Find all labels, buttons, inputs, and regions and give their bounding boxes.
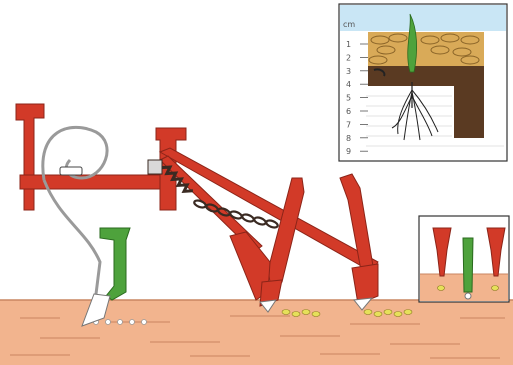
drawbar-diagonal — [158, 147, 379, 273]
seed-group-first — [93, 319, 147, 325]
seed — [403, 309, 413, 315]
seedling-shoot — [407, 13, 418, 73]
depth-scale: cm 1 2 3 4 5 6 7 8 9 — [343, 20, 368, 156]
coulter-first-blade — [229, 231, 271, 301]
tine-tip — [81, 293, 111, 327]
seed — [383, 309, 393, 315]
depth-tick-label: 1 — [346, 40, 351, 49]
seed — [291, 311, 301, 317]
inset-seedling-profile: cm 1 2 3 4 5 6 7 8 9 — [338, 3, 508, 162]
depth-tick-label: 6 — [346, 107, 351, 116]
hitch-bracket-left — [15, 103, 45, 211]
tension-spring — [147, 159, 194, 193]
seed — [129, 319, 135, 325]
soil-body — [0, 300, 513, 365]
seed-residue-mark — [373, 68, 386, 77]
depth-tick-label: 7 — [346, 120, 351, 129]
seed — [311, 311, 321, 317]
seed — [491, 285, 499, 291]
soil-cross-section — [0, 299, 513, 365]
depth-tick-label: 4 — [346, 80, 351, 89]
spring-anchor — [147, 159, 163, 175]
depth-tick-label: 8 — [346, 134, 351, 143]
inset-coulter-left — [432, 227, 452, 277]
seed — [373, 311, 383, 317]
seeds-row — [93, 309, 413, 325]
depth-tick-label: 2 — [346, 53, 351, 62]
seed — [281, 309, 291, 315]
seed-hose — [41, 125, 109, 311]
inset-coulter-right — [486, 227, 506, 277]
tine-shank — [99, 227, 131, 301]
coulter-second — [339, 173, 379, 311]
seed — [117, 319, 123, 325]
depth-ticks: 1 2 3 4 5 6 7 8 9 — [346, 40, 368, 156]
seed-group-yellow — [281, 309, 413, 317]
soil-texture-dashes — [10, 315, 505, 359]
seedling-roots — [391, 89, 439, 141]
seed — [105, 319, 111, 325]
dark-soil-block — [368, 66, 484, 138]
coulter-second-tip — [353, 297, 374, 311]
inset-green-tine — [462, 237, 474, 293]
depth-tick-label: 3 — [346, 67, 351, 76]
depth-tick-label: 9 — [346, 147, 351, 156]
seed — [363, 309, 373, 315]
hose-down — [42, 179, 102, 311]
seedling — [391, 13, 439, 141]
hose-clamp — [59, 166, 83, 176]
coulter-second-boot — [351, 263, 379, 305]
depth-tick-label: 5 — [346, 94, 351, 103]
inset-coulter-detail — [418, 215, 510, 303]
coulter-first — [229, 177, 305, 313]
seed — [437, 285, 445, 291]
inset-sky — [340, 5, 506, 31]
drag-chain — [193, 199, 279, 229]
seed — [393, 311, 403, 317]
seed — [301, 309, 311, 315]
seed — [141, 319, 147, 325]
green-tine — [81, 227, 131, 327]
inset-tine-tip — [464, 292, 472, 300]
coulter-first-tip — [259, 299, 278, 313]
depth-unit-label: cm — [343, 20, 355, 29]
